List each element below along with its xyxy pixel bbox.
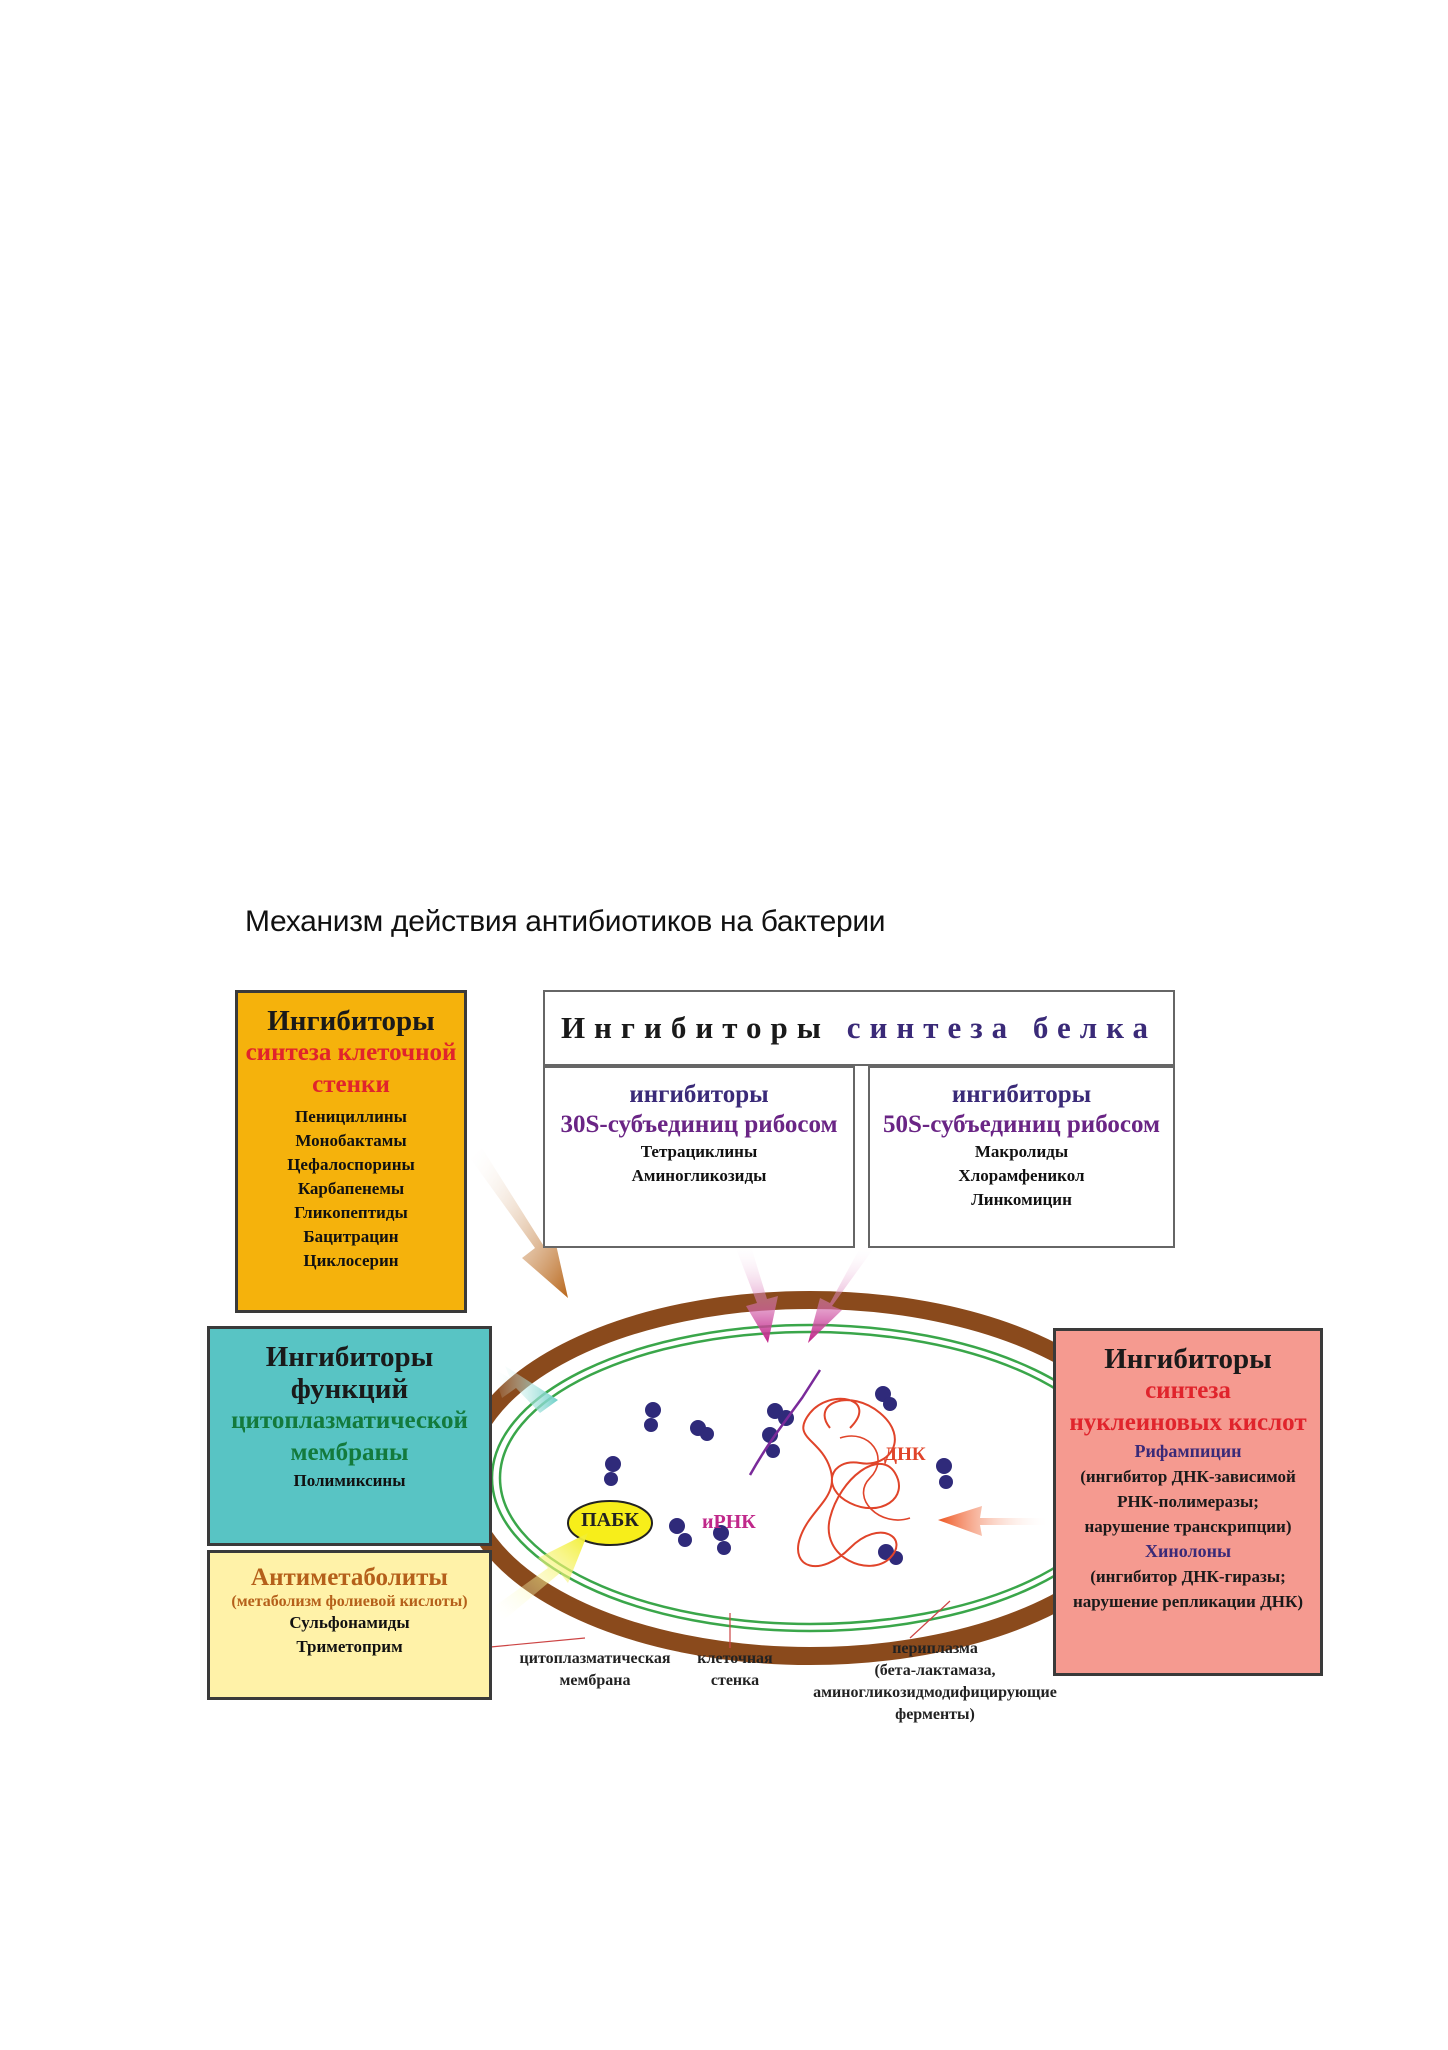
arrow-cell-wall [470,1148,568,1298]
figure-title: Механизм действия антибиотиков на бактер… [245,905,886,938]
membrane-sub2: мембраны [290,1439,409,1466]
label-line: периплазма [892,1640,978,1657]
wall-label: клеточная стенка [685,1648,785,1692]
pabk-ellipse [567,1500,653,1546]
label-line: мембрана [559,1672,631,1689]
dna-loop [797,1397,900,1567]
antibiotic-mechanism-diagram: Ингибиторы синтеза клеточной стенки Пени… [190,958,1325,1768]
s30-line2: 30S-субъединиц рибосом [560,1111,838,1138]
drug-item: Цефалоспорины [287,1155,415,1174]
drug-item: Бацитрацин [303,1227,399,1246]
drug-note: нарушение транскрипции) [1084,1517,1292,1536]
label-line: цитоплазматическая [519,1650,671,1667]
cell-wall-sub1: синтеза клеточной [245,1039,457,1066]
s50-line2: 50S-субъединиц рибосом [882,1111,1161,1138]
arrow-30s [735,1243,778,1343]
ribosome-30s-box: ингибиторы 30S-субъединиц рибосом Тетрац… [543,1066,855,1248]
drug-item: Тетрациклины [640,1142,758,1161]
drug-item: Монобактамы [295,1131,407,1150]
protein-heading-a: Ингибиторы [560,1010,830,1045]
drug-note: нарушение репликации ДНК) [1072,1592,1303,1611]
cell-illustration [456,1148,1164,1665]
drug-item: Циклосерин [303,1251,399,1270]
cytoplasmic-membrane-inner [498,1330,1122,1626]
nucleic-acid-inhibitors-box: Ингибиторы синтеза нуклеиновых кислот Ри… [1053,1328,1323,1676]
drug-item: Гликопептиды [294,1203,408,1222]
label-line: (бета-лактамаза, [874,1662,996,1679]
label-line: стенка [710,1672,760,1689]
label-line: клеточная [697,1650,773,1667]
cell-wall-heading: Ингибиторы [267,1005,435,1037]
drug-quinolones: Хинолоны [1144,1541,1232,1561]
label-line: аминогликозидмодифицирующие [813,1684,1057,1701]
cell-wall [456,1291,1164,1665]
ribosome-50s-box: ингибиторы 50S-субъединиц рибосом Макрол… [868,1066,1175,1248]
drug-item: Линкомицин [971,1190,1072,1209]
mrna-strand [748,1369,822,1476]
protein-heading-b: синтеза белка [846,1010,1158,1045]
drug-item: Аминогликозиды [631,1166,767,1185]
label-line: ферменты) [895,1706,975,1723]
antimetabolites-heading: Антиметаболиты [251,1564,448,1591]
nucleic-sub2: нуклеиновых кислот [1069,1409,1307,1436]
drug-item: Полимиксины [293,1471,406,1490]
membrane-heading1: Ингибиторы [265,1341,434,1373]
s50-line1: ингибиторы [951,1081,1092,1108]
nucleic-sub1: синтеза [1145,1377,1231,1404]
arrow-nucleic [938,1506,1050,1536]
pabk-label: ПАБК [581,1509,639,1531]
cytoplasmic-membrane-outer [490,1323,1130,1633]
membrane-label: цитоплазматическая мембрана [500,1648,690,1692]
drug-rifampicin: Рифампицин [1134,1441,1242,1461]
mrna-label: иРНК [702,1511,756,1533]
drug-note: (ингибитор ДНК-гиразы; [1090,1567,1286,1586]
drug-item: Сульфонамиды [289,1613,410,1632]
periplasm-label: периплазма (бета-лактамаза, аминогликози… [800,1638,1070,1726]
dna-label: ДНК [884,1444,926,1465]
arrow-antimetabolite [492,1533,588,1620]
arrow-50s [808,1244,874,1343]
membrane-inhibitors-box: Ингибиторы функций цитоплазматической ме… [207,1326,492,1546]
membrane-heading2: функций [290,1373,409,1405]
drug-note: РНК-полимеразы; [1117,1492,1259,1511]
antimetabolites-note: (метаболизм фолиевой кислоты) [231,1593,468,1610]
drug-item: Макролиды [974,1142,1069,1161]
cell-wall-inhibitors-box: Ингибиторы синтеза клеточной стенки Пени… [235,990,467,1313]
ribosomes [604,1386,953,1565]
membrane-sub1: цитоплазматической [231,1407,468,1434]
drug-item: Триметоприм [296,1637,403,1656]
cell-wall-sub2: стенки [312,1071,390,1098]
drug-note: (ингибитор ДНК-зависимой [1080,1467,1296,1486]
protein-synthesis-heading-box: Ингибиторы синтеза белка [543,990,1175,1066]
nucleic-heading: Ингибиторы [1104,1343,1272,1375]
drug-item: Хлорамфеникол [958,1166,1085,1185]
drug-item: Карбапенемы [297,1179,405,1198]
s30-line1: ингибиторы [629,1081,769,1108]
antimetabolites-box: Антиметаболиты (метаболизм фолиевой кисл… [207,1550,492,1700]
drug-item: Пенициллины [295,1107,407,1126]
arrow-membrane [492,1366,558,1413]
